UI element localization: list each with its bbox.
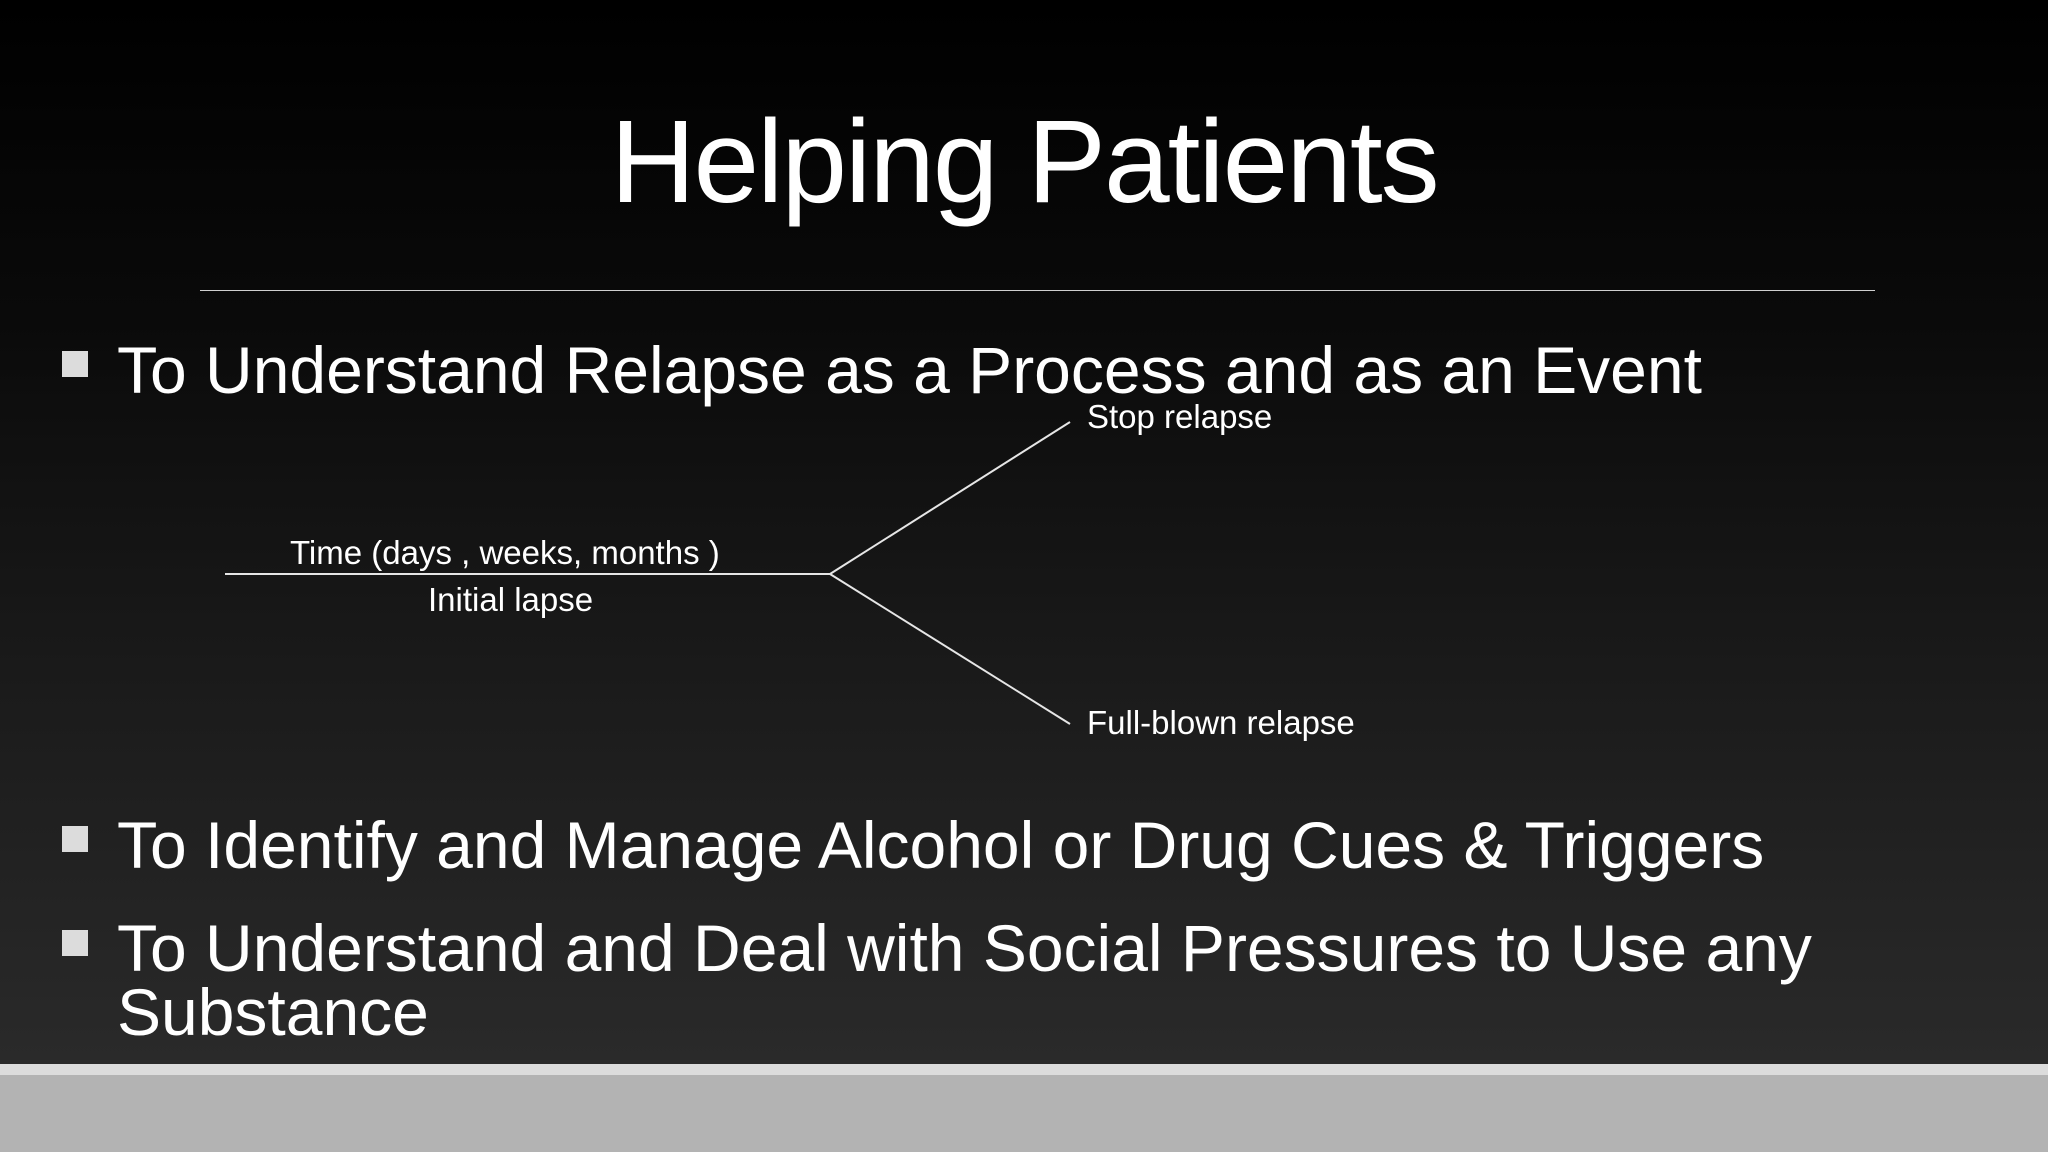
bullet-text: To Understand and Deal with Social Press…: [117, 911, 1812, 1049]
timeline-label: Time (days , weeks, months ): [290, 534, 720, 571]
relapse-diagram: Time (days , weeks, months ) Initial lap…: [225, 398, 1355, 741]
footer-band: [0, 1075, 2048, 1152]
slide: Helping Patients To Understand Relapse a…: [0, 0, 2048, 1064]
stop-relapse-label: Stop relapse: [1087, 398, 1273, 435]
bullet-square-icon: [62, 930, 88, 956]
slide-title: Helping Patients: [610, 96, 1439, 228]
bullet-text: To Identify and Manage Alcohol or Drug C…: [117, 808, 1765, 882]
bullet-square-icon: [62, 826, 88, 852]
bullet-item: To Understand and Deal with Social Press…: [62, 911, 1962, 1049]
bullet-text: To Understand Relapse as a Process and a…: [117, 333, 1702, 407]
title-divider: [200, 290, 1875, 291]
initial-lapse-label: Initial lapse: [428, 581, 594, 618]
full-blown-relapse-label: Full-blown relapse: [1087, 704, 1355, 741]
bullet-square-icon: [62, 351, 88, 377]
footer-divider: [0, 1064, 2048, 1075]
bullet-item: To Understand Relapse as a Process and a…: [62, 337, 1862, 403]
relapse-diagram-lines: [225, 421, 1071, 725]
upper-branch-line: [829, 421, 1071, 575]
bullet-item: To Identify and Manage Alcohol or Drug C…: [62, 812, 1962, 878]
lower-branch-line: [829, 573, 1071, 725]
